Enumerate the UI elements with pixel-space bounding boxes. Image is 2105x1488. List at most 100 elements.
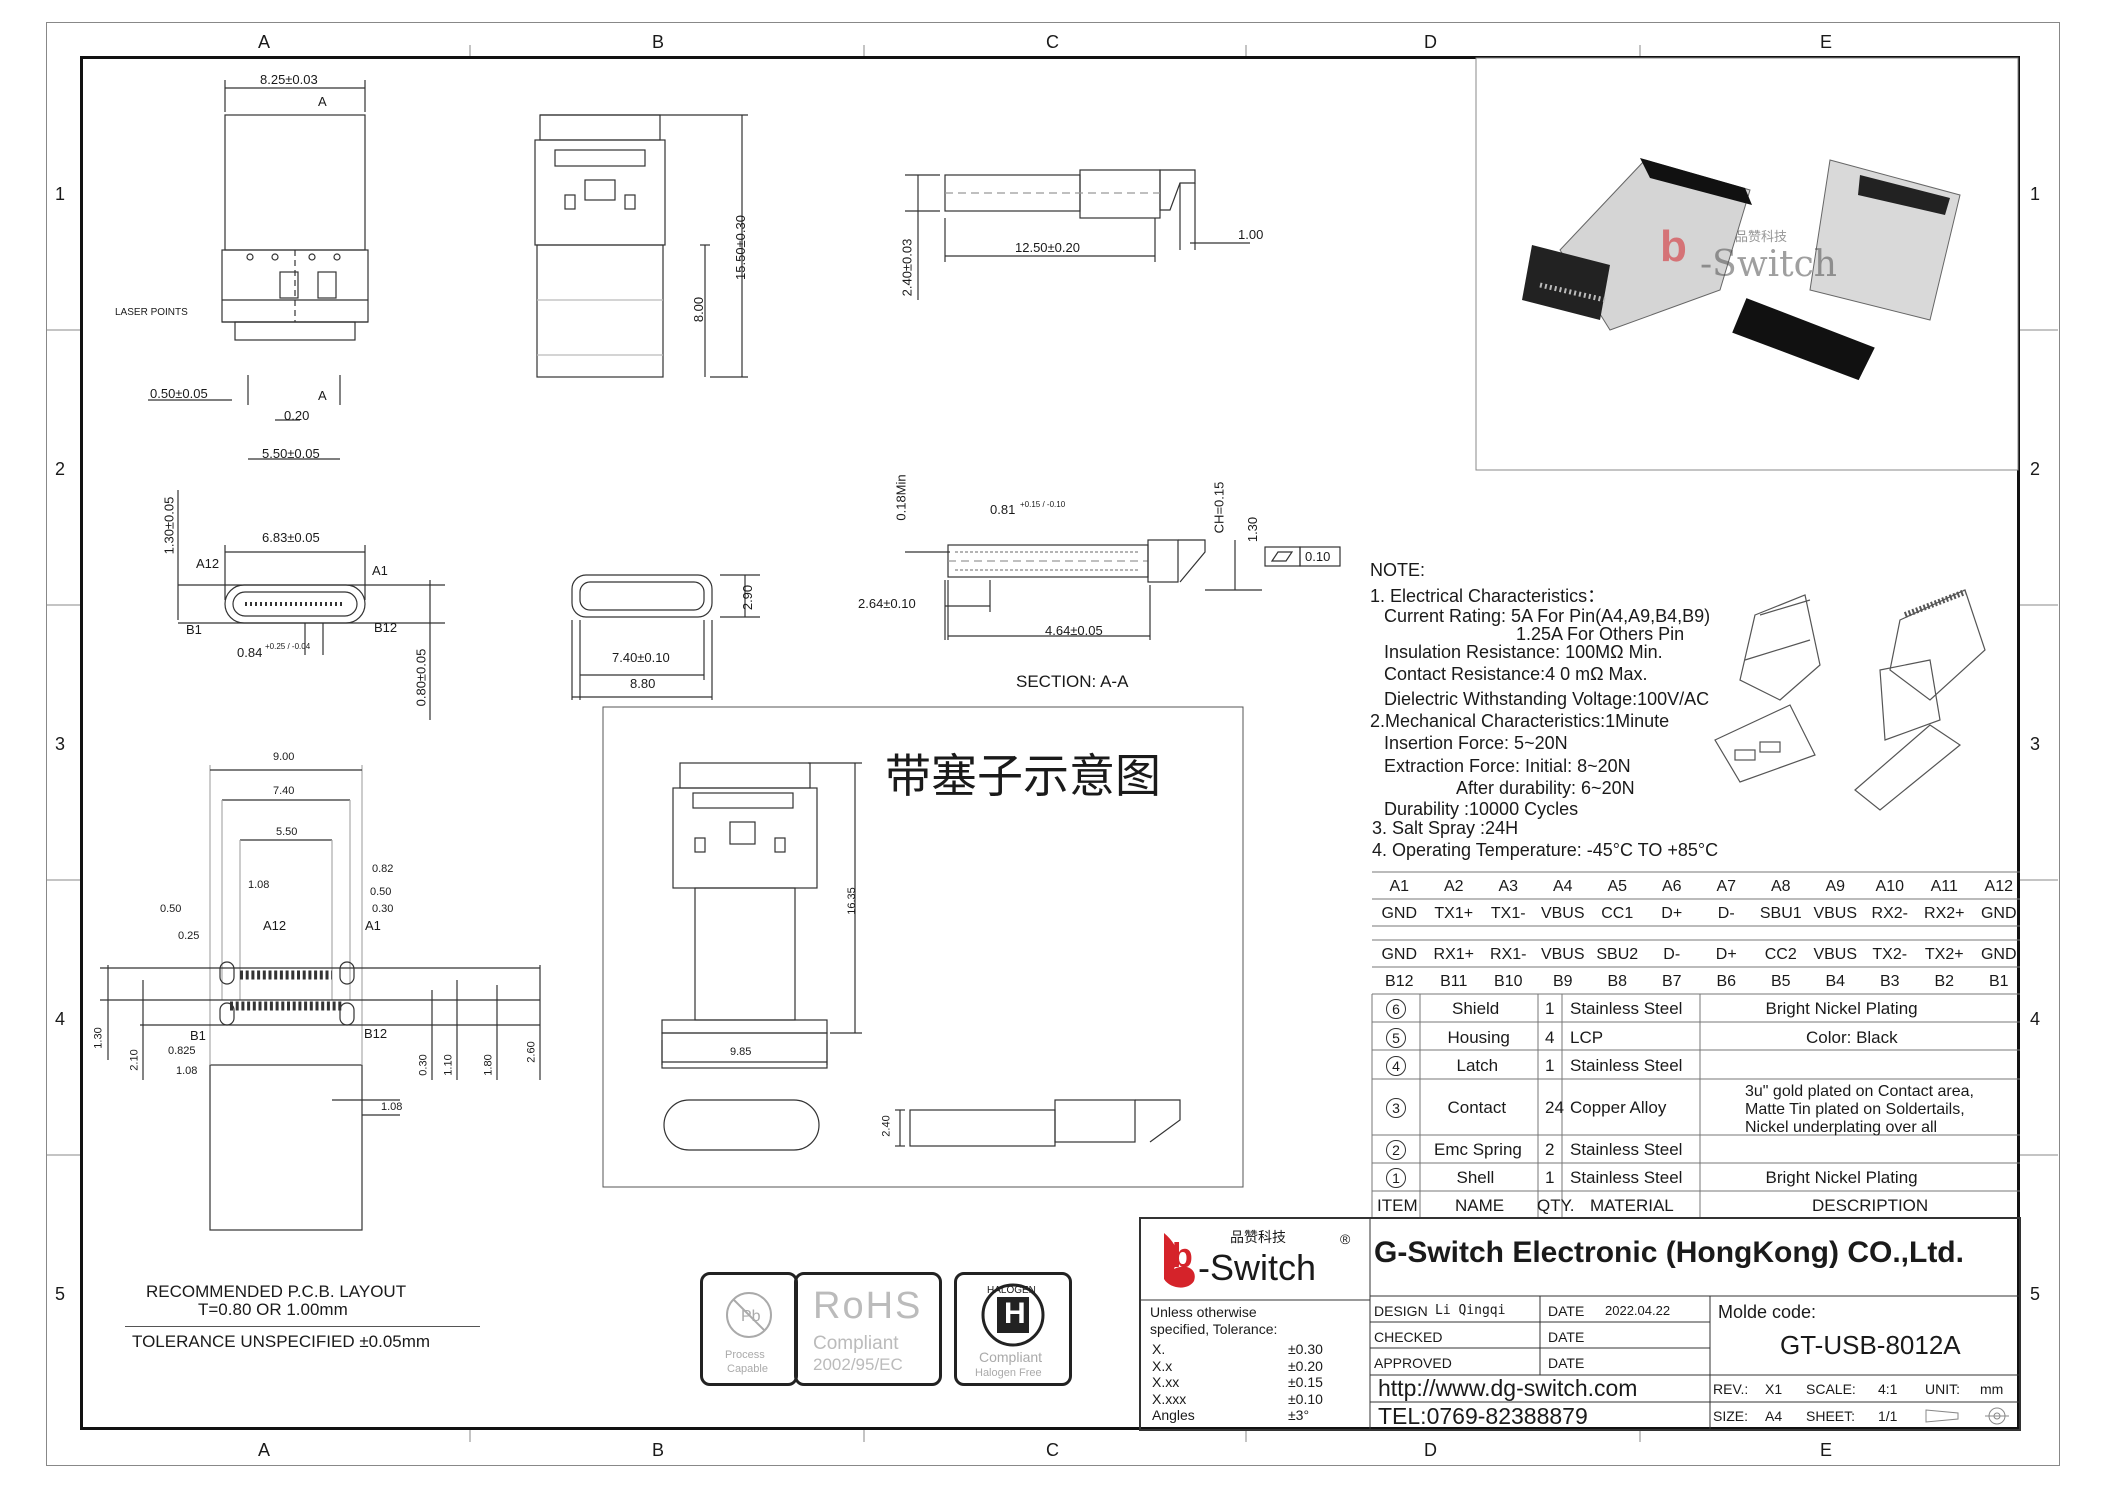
bom-name: Housing xyxy=(1447,1027,1510,1047)
inner-border xyxy=(80,56,2020,1430)
bom-material: Stainless Steel xyxy=(1570,1055,1683,1075)
zone-row-5-left: 5 xyxy=(55,1284,66,1304)
pinout-cell: VBUS xyxy=(1813,946,1858,963)
notes-header: NOTE: xyxy=(1370,560,1426,580)
bom-header-name: NAME xyxy=(1455,1196,1505,1215)
bom-description: Nickel underplating over all xyxy=(1745,1119,1938,1136)
telephone: TEL:0769-82388879 xyxy=(1378,1403,1588,1429)
pinout-cell: CC2 xyxy=(1764,946,1797,963)
dim-front-total: 15.50±0.30 xyxy=(732,215,748,280)
date-label-2: DATE xyxy=(1548,1329,1585,1345)
end-pin-b12: B12 xyxy=(374,620,398,635)
zone-row-3-right: 3 xyxy=(2030,734,2041,754)
dim-section-min: 0.18Min xyxy=(893,474,909,521)
dim-top-pitch: 0.50±0.05 xyxy=(150,386,208,401)
bom-material: LCP xyxy=(1570,1027,1604,1047)
dim-plug-height: 16.35 xyxy=(845,887,858,915)
zone-row-1-left: 1 xyxy=(55,184,66,204)
pinout-cell: D- xyxy=(1717,905,1735,922)
size-value: A4 xyxy=(1765,1408,1783,1424)
pinout-cell: A2 xyxy=(1443,878,1464,895)
bom-header-material: MATERIAL xyxy=(1590,1196,1674,1215)
projection-symbol-icon xyxy=(1925,1407,2009,1425)
note-line: Durability :10000 Cycles xyxy=(1384,799,1579,819)
note-line: Insulation Resistance: 100MΩ Min. xyxy=(1384,642,1663,662)
pinout-cell: A8 xyxy=(1770,878,1791,895)
pinout-cell: A6 xyxy=(1661,878,1682,895)
line-drawing xyxy=(1714,589,1986,811)
pinout-cell: B11 xyxy=(1440,973,1468,990)
dim-section-h: 1.30 xyxy=(1245,516,1261,543)
pinout-cell: VBUS xyxy=(1540,905,1585,922)
bom-description: Bright Nickel Plating xyxy=(1765,999,1918,1018)
halogen-line-1: Compliant xyxy=(979,1349,1043,1365)
pinout-cell: B1 xyxy=(1988,973,2009,990)
zone-row-5-right: 5 xyxy=(2030,1284,2041,1304)
tol-title-1: Unless otherwise xyxy=(1150,1304,1257,1320)
design-name: Li Qingqi xyxy=(1435,1303,1506,1318)
zone-row-2-left: 2 xyxy=(55,459,66,479)
halogen-icon xyxy=(981,1283,1045,1347)
molde-code: GT-USB-8012A xyxy=(1780,1330,1961,1360)
end-outline-view xyxy=(571,574,760,700)
dim-pcb-0825: 0.825 xyxy=(168,1045,196,1057)
zone-col-c-top: C xyxy=(1046,32,1059,52)
pcb-layout xyxy=(100,765,541,1231)
note-line: Contact Resistance:4 0 mΩ Max. xyxy=(1384,664,1648,684)
bom-item-number: 2 xyxy=(1386,1140,1406,1160)
dim-top-width: 8.25±0.03 xyxy=(260,72,318,87)
dim-plug-thick: 2.40 xyxy=(880,1115,893,1137)
dim-pcb-v180: 1.80 xyxy=(482,1054,495,1076)
pinout-cell: A4 xyxy=(1552,878,1573,895)
checked-label: CHECKED xyxy=(1374,1329,1443,1345)
bom-header-item: ITEM xyxy=(1377,1196,1418,1215)
zone-col-a-bottom: A xyxy=(258,1440,271,1460)
outer-border xyxy=(46,22,2060,1466)
bom-material: Stainless Steel xyxy=(1570,999,1683,1018)
dim-pcb-900: 9.00 xyxy=(273,751,295,763)
zone-row-3-left: 3 xyxy=(55,734,66,754)
note-line: 4. Operating Temperature: -45°C TO +85°C xyxy=(1372,840,1719,860)
pcb-layout-title: RECOMMENDED P.C.B. LAYOUT xyxy=(146,1282,407,1301)
date-label-3: DATE xyxy=(1548,1355,1585,1371)
dim-side-length: 12.50±0.20 xyxy=(1015,240,1080,255)
pinout-cell: B12 xyxy=(1385,973,1414,990)
note-line: Dielectric Withstanding Voltage:100V/AC xyxy=(1384,689,1710,709)
pcb-pin-b12: B12 xyxy=(364,1026,388,1041)
bom-material: Copper Alloy xyxy=(1570,1098,1667,1117)
bom-description: 3u" gold plated on Contact area, xyxy=(1745,1083,1974,1100)
rohs-title: RoHS xyxy=(813,1285,923,1327)
logo-text: -Switch xyxy=(1198,1247,1317,1288)
dim-end-top: 1.30±0.05 xyxy=(161,496,177,555)
dim-end-width: 6.83±0.05 xyxy=(262,530,320,545)
bom-item-number: 4 xyxy=(1386,1055,1406,1076)
section-mark-a-top: A xyxy=(318,94,327,109)
dim-outline-height: 2.90 xyxy=(740,584,756,611)
dim-pcb-108: 1.08 xyxy=(248,879,270,891)
rohs-line-2: 2002/95/EC xyxy=(813,1355,903,1374)
pinout-cell: GND xyxy=(1980,946,2017,963)
photo-watermark-text: -Switch xyxy=(1700,244,1837,285)
tolerance-label: X.xx xyxy=(1152,1374,1180,1390)
pb-free-badge: Pb Process Capable xyxy=(700,1272,798,1386)
bom-description: Color: Black xyxy=(1806,1027,1898,1047)
pinout-cell: A9 xyxy=(1825,878,1846,895)
bom-name: Shell xyxy=(1456,1168,1495,1187)
zone-col-b-bottom: B xyxy=(652,1440,665,1460)
note-line: After durability: 6~20N xyxy=(1456,778,1635,798)
bom-qty: 1 xyxy=(1545,999,1555,1018)
pinout-cell: TX1+ xyxy=(1434,905,1474,922)
logo-b-mark xyxy=(1164,1233,1195,1288)
sheet-label: SHEET: xyxy=(1806,1408,1856,1424)
dim-section-chamfer: CH=0.15 xyxy=(1211,481,1227,534)
pinout-cell: A7 xyxy=(1716,878,1737,895)
dim-section-flatness: 0.10 xyxy=(1305,549,1331,564)
dim-pcb-108-bottom: 1.08 xyxy=(176,1065,198,1077)
sheet-value: 1/1 xyxy=(1878,1408,1898,1424)
pinout-cell: TX1- xyxy=(1490,905,1526,922)
section-mark-a-bottom: A xyxy=(318,388,327,403)
tolerance-unspecified: TOLERANCE UNSPECIFIED ±0.05mm xyxy=(132,1332,431,1351)
bom-qty: 1 xyxy=(1545,1168,1555,1187)
halogen-line-2: Halogen Free xyxy=(975,1367,1042,1379)
unit-value: mm xyxy=(1980,1381,2004,1397)
